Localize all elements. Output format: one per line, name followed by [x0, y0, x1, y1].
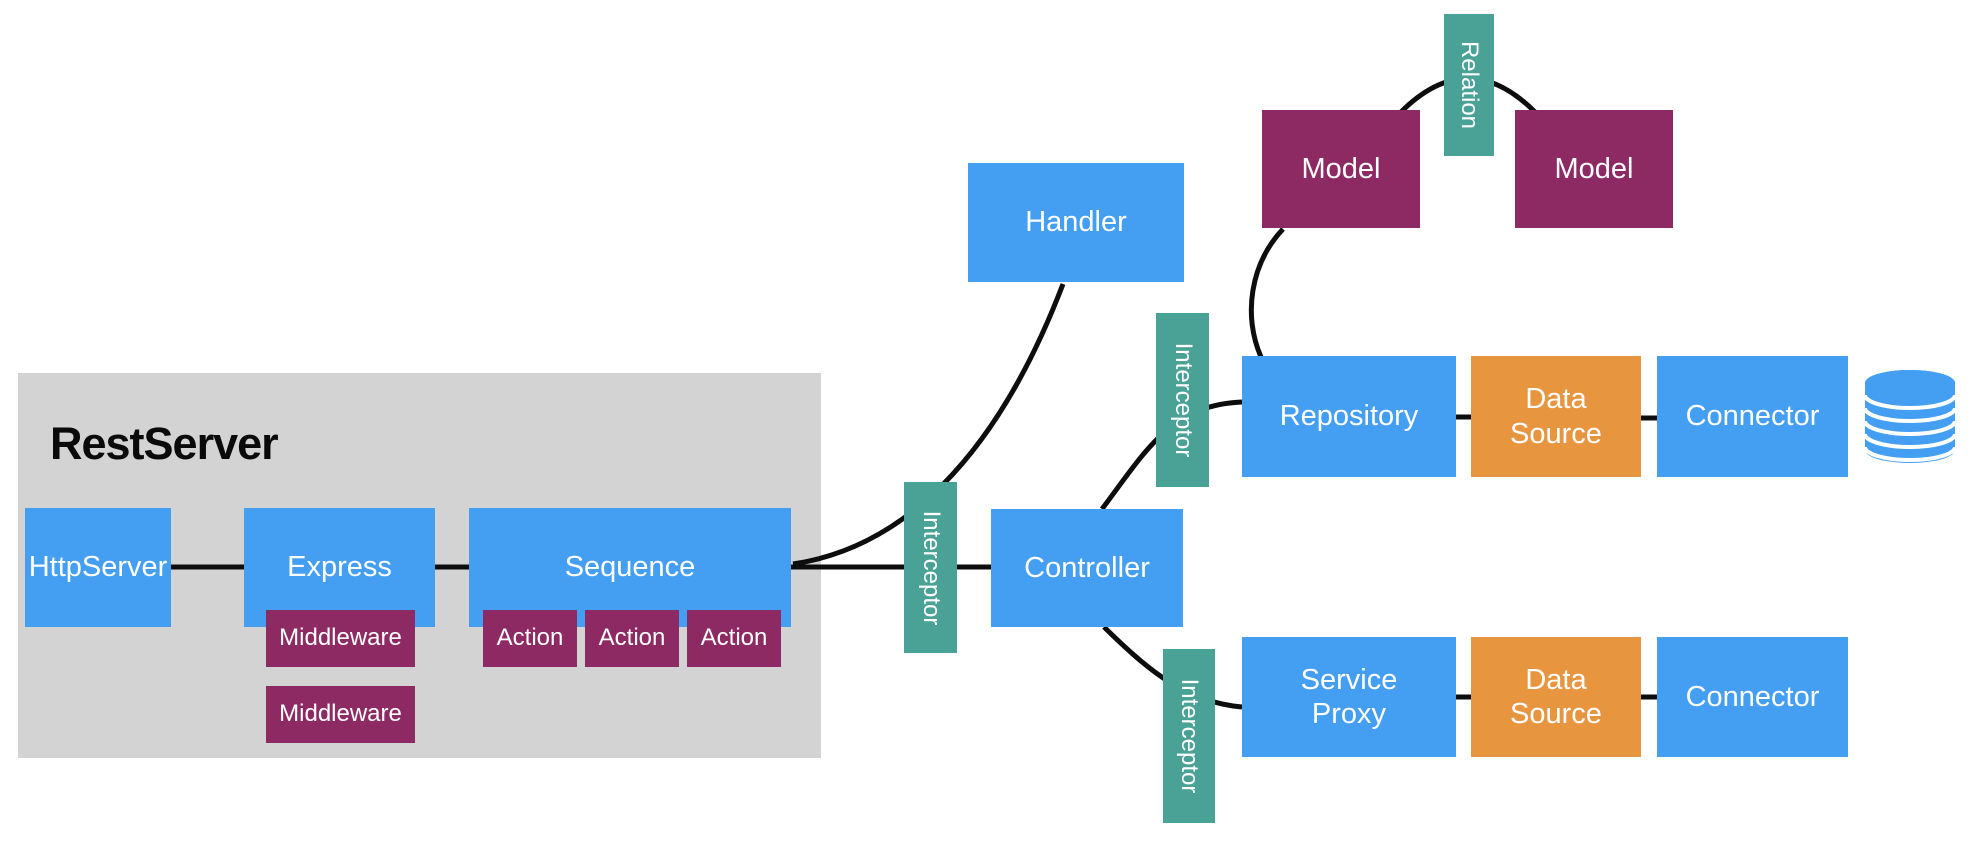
middleware-label: Middleware: [279, 624, 402, 652]
model-box: Model: [1262, 110, 1420, 228]
model-label: Model: [1554, 152, 1634, 185]
middleware-box: Middleware: [266, 610, 415, 667]
datasource-label: Data Source: [1510, 383, 1602, 450]
action-box: Action: [483, 610, 577, 667]
relation-box: Relation: [1444, 14, 1494, 156]
model-box: Model: [1515, 110, 1673, 228]
interceptor-label: Interceptor: [1176, 678, 1204, 794]
sequence-label: Sequence: [564, 551, 696, 584]
action-box: Action: [585, 610, 679, 667]
connector-box: Connector: [1657, 637, 1848, 757]
database-icon: [1863, 370, 1957, 463]
express-label: Express: [287, 551, 392, 584]
interceptor-box: Interceptor: [1163, 649, 1215, 823]
datasource-label: Data Source: [1510, 663, 1602, 730]
middleware-box: Middleware: [266, 686, 415, 743]
service-proxy-label: Service Proxy: [1300, 663, 1398, 730]
controller-label: Controller: [1024, 551, 1150, 584]
connector-box: Connector: [1657, 356, 1848, 477]
connector-label: Connector: [1685, 680, 1820, 713]
connector-label: Connector: [1685, 400, 1820, 433]
sequence-box: Sequence: [469, 508, 791, 627]
interceptor-label: Interceptor: [1169, 342, 1197, 458]
action-label: Action: [700, 624, 768, 652]
repository-box: Repository: [1242, 356, 1456, 477]
httpserver-label: HttpServer: [28, 551, 168, 584]
interceptor-label: Interceptor: [917, 510, 945, 625]
action-label: Action: [496, 624, 564, 652]
interceptor-box: Interceptor: [1156, 313, 1209, 487]
httpserver-box: HttpServer: [25, 508, 171, 627]
action-box: Action: [687, 610, 781, 667]
model-label: Model: [1301, 152, 1381, 185]
restserver-title: RestServer: [50, 418, 279, 469]
repository-label: Repository: [1279, 400, 1419, 433]
handler-label: Handler: [1025, 206, 1127, 239]
handler-box: Handler: [968, 163, 1184, 282]
express-box: Express: [244, 508, 435, 627]
action-label: Action: [598, 624, 666, 652]
line-model-repository: [1248, 227, 1285, 359]
middleware-label: Middleware: [279, 700, 402, 728]
datasource-box: Data Source: [1471, 356, 1641, 477]
relation-label: Relation: [1456, 40, 1484, 130]
interceptor-box: Interceptor: [904, 482, 957, 653]
datasource-box: Data Source: [1471, 637, 1641, 757]
controller-box: Controller: [991, 509, 1183, 627]
service-proxy-box: Service Proxy: [1242, 637, 1456, 757]
